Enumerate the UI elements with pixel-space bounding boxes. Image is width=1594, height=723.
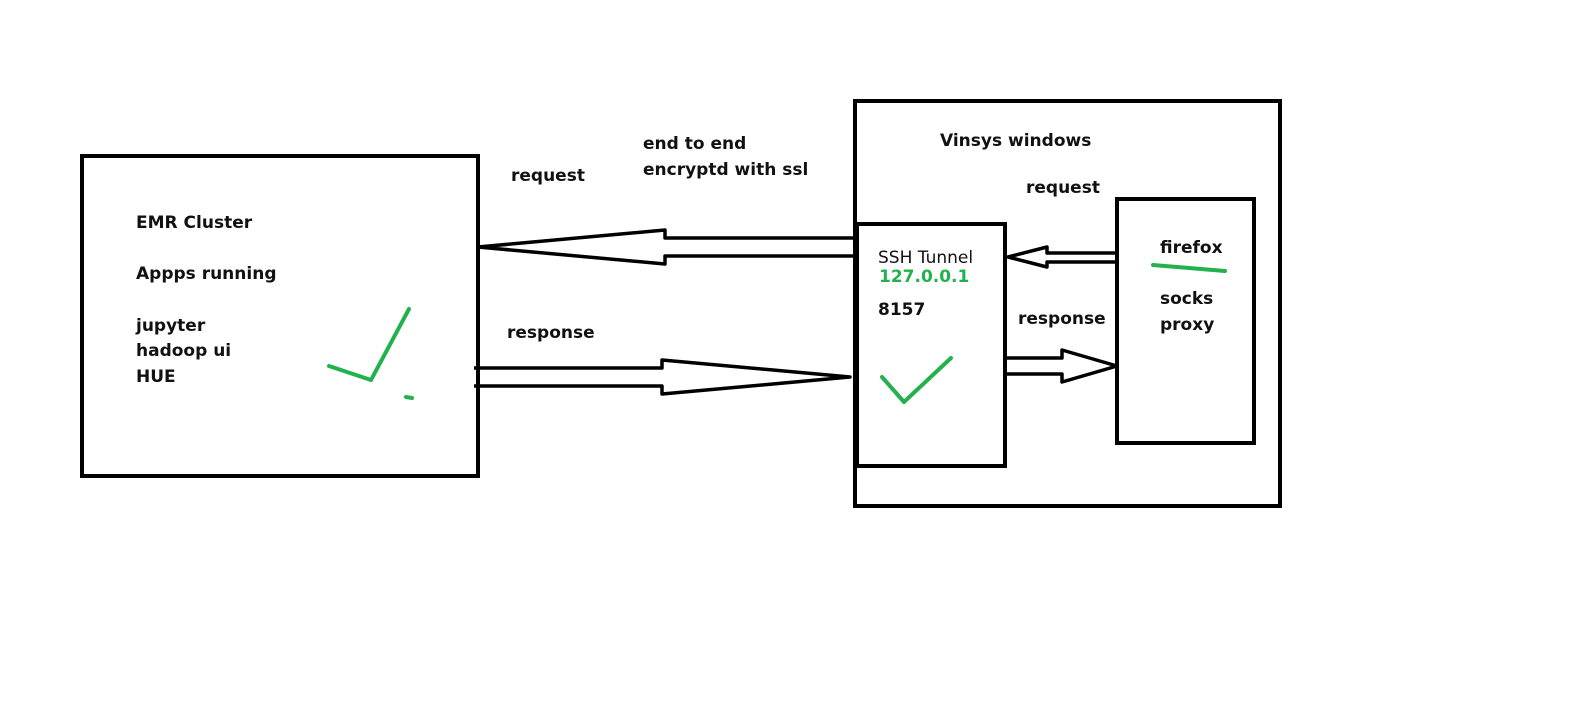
emr-cluster-title: EMR Cluster	[136, 213, 253, 233]
firefox-label: firefox	[1160, 238, 1223, 258]
tunnel-ip: 127.0.0.1	[879, 267, 970, 287]
ssh-tunnel-title: SSH Tunnel	[878, 248, 974, 268]
ssh-tunnel-box	[855, 222, 1007, 468]
apps-running-heading: Appps running	[136, 264, 277, 284]
encryption-label-line2: encryptd with ssl	[643, 160, 809, 180]
request-arrow-to-tunnel	[1006, 245, 1117, 269]
tunnel-check-mark	[880, 356, 953, 404]
socks-label: socks	[1160, 289, 1214, 309]
app-item-hue: HUE	[136, 367, 176, 387]
local-response-label: response	[1018, 309, 1106, 329]
request-label: request	[511, 166, 585, 186]
response-arrow-to-firefox	[1007, 348, 1119, 384]
tunnel-port: 8157	[878, 300, 926, 320]
request-arrow-to-emr	[476, 228, 855, 266]
firefox-underline	[1151, 263, 1227, 273]
response-label: response	[507, 323, 595, 343]
firefox-box	[1115, 197, 1256, 445]
local-request-label: request	[1026, 178, 1100, 198]
app-item-hadoop-ui: hadoop ui	[136, 341, 232, 361]
emr-green-dot	[404, 395, 414, 400]
vinsys-windows-title: Vinsys windows	[940, 131, 1092, 151]
app-item-jupyter: jupyter	[136, 316, 206, 336]
encryption-label-line1: end to end	[643, 134, 747, 154]
emr-check-mark	[327, 307, 411, 382]
proxy-label: proxy	[1160, 315, 1215, 335]
emr-cluster-box	[80, 154, 480, 478]
response-arrow-to-tunnel	[474, 358, 852, 396]
